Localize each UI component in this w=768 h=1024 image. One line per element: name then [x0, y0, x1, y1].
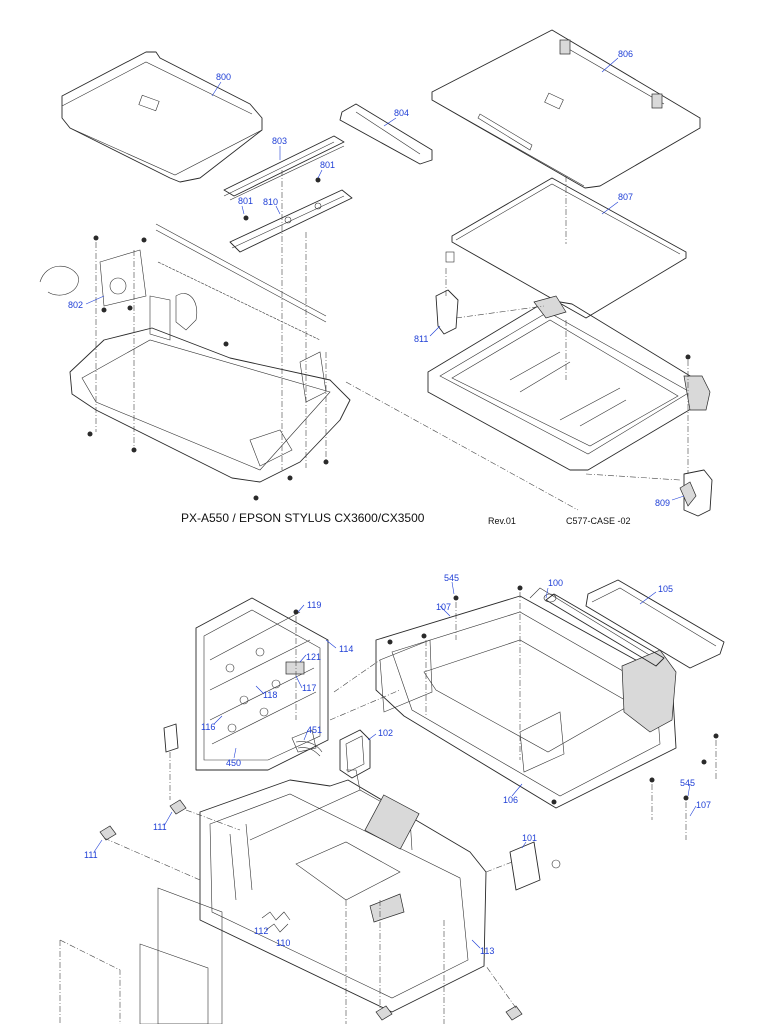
callout-100: 100 [548, 578, 563, 588]
callout-105: 105 [658, 584, 673, 594]
callout-809: 809 [655, 498, 670, 508]
part-101-board [509, 841, 561, 891]
callout-107: 107 [696, 800, 711, 810]
callout-804: 804 [394, 108, 409, 118]
part-804-arm [339, 103, 433, 165]
callout-806: 806 [618, 49, 633, 59]
callout-545: 545 [680, 778, 695, 788]
callout-113: 113 [480, 946, 494, 956]
side-clip [163, 723, 179, 753]
top-assembly: 800 806 804 803 801 801 810 807 802 811 … [39, 29, 713, 526]
part-100-roller [543, 593, 665, 667]
callout-450: 450 [226, 758, 241, 768]
part-810-bracket [229, 189, 353, 253]
part-105-cover-strip [585, 579, 725, 669]
revision-label: Rev.01 [488, 516, 516, 526]
callout-545: 545 [444, 573, 459, 583]
part-809-motor [679, 354, 713, 517]
top-screws [87, 170, 681, 511]
callout-111: 111 [84, 850, 98, 860]
callout-102: 102 [378, 728, 393, 738]
callout-114: 114 [339, 644, 353, 654]
part-803-rail [223, 135, 345, 201]
callout-802: 802 [68, 300, 83, 310]
model-title: PX-A550 / EPSON STYLUS CX3600/CX3500 [181, 511, 425, 525]
callout-112: 112 [254, 926, 268, 936]
part-102-bracket [339, 729, 371, 779]
top-callout-labels: 800 806 804 803 801 801 810 807 802 811 … [68, 49, 670, 508]
bottom-assembly: 545 100 105 107 119 114 121 118 117 116 … [59, 573, 725, 1024]
part-106-upper-housing [375, 587, 677, 809]
top-leaders [85, 57, 685, 501]
part-807-glass-panel [451, 177, 687, 319]
front-panel-lower [59, 887, 223, 1024]
callout-807: 807 [618, 192, 633, 202]
callout-101: 101 [522, 833, 537, 843]
callout-107: 107 [436, 602, 451, 612]
part-114-control-panel [195, 597, 329, 771]
callout-119: 119 [307, 600, 321, 610]
part-112-110-springs [261, 911, 291, 933]
callout-803: 803 [272, 136, 287, 146]
bottom-leaders [93, 581, 697, 949]
callout-811: 811 [414, 334, 428, 344]
callout-118: 118 [263, 690, 277, 700]
callout-810: 810 [263, 197, 278, 207]
callout-116: 116 [201, 722, 215, 732]
callout-451: 451 [307, 725, 322, 735]
part-111-feet [99, 799, 523, 1021]
callout-111: 111 [153, 822, 167, 832]
part-806-scanner-lid [431, 29, 701, 189]
callout-801: 801 [238, 196, 253, 206]
part-800-document-cover [61, 51, 263, 183]
bottom-callout-labels: 545 100 105 107 119 114 121 118 117 116 … [84, 573, 711, 956]
part-113-lower-housing [199, 769, 487, 1013]
scanner-base-frame [427, 295, 711, 471]
callout-121: 121 [306, 652, 321, 662]
carriage-base-assembly [39, 223, 351, 483]
part-811-hinge [435, 251, 459, 335]
callout-106: 106 [503, 795, 518, 805]
diagram-footer: PX-A550 / EPSON STYLUS CX3600/CX3500 Rev… [181, 511, 631, 526]
part-451-cable [295, 741, 323, 757]
sheet-id: C577-CASE -02 [566, 516, 631, 526]
callout-800: 800 [216, 72, 231, 82]
callout-117: 117 [302, 683, 316, 693]
callout-801: 801 [320, 160, 335, 170]
callout-110: 110 [276, 938, 290, 948]
bottom-screws [103, 585, 719, 1024]
